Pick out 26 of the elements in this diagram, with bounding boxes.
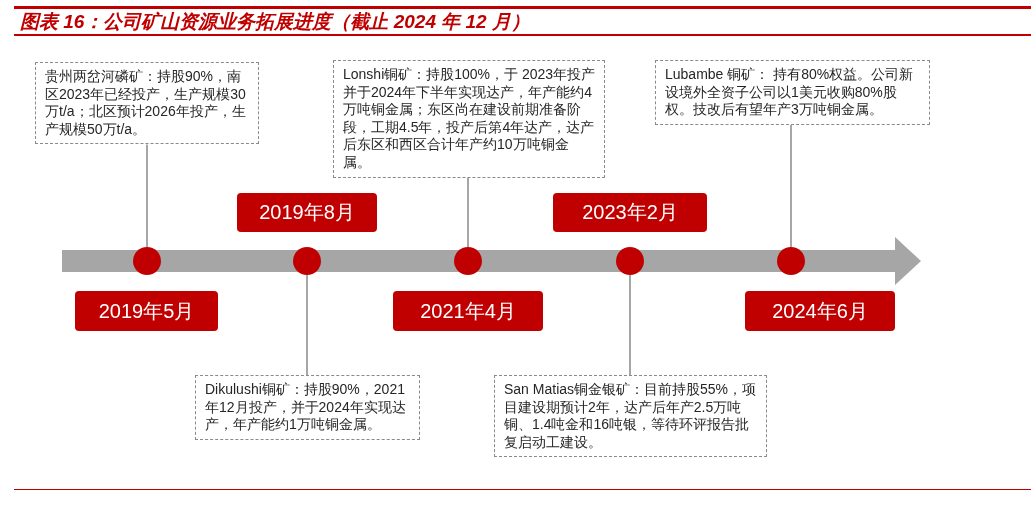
connector-line bbox=[790, 123, 792, 248]
callout-box bbox=[195, 375, 420, 440]
callout-box bbox=[655, 60, 930, 125]
connector-line bbox=[146, 143, 148, 248]
date-box bbox=[393, 291, 543, 331]
date-label: 2019年5月 bbox=[98, 298, 195, 324]
callout-text: 贵州两岔河磷矿：持股90%，南区2023年已经投产，生产规模30万t/a；北区预计2026年投产，生产规模50万t/a。 bbox=[45, 68, 247, 139]
date-label: 2024年6月 bbox=[772, 298, 868, 324]
date-box bbox=[745, 291, 895, 331]
callout-text: Lonshi铜矿：持股100%，于 2023年投产并于2024年下半年实现达产，年产能约4万吨铜金属；东区尚在建设前期准备阶段，工期4.5年，投产后第4年达产，达产后东区和西区合计年产约10万吨铜金属。 bbox=[343, 66, 596, 172]
date-box bbox=[237, 193, 377, 232]
callout-text: Dikulushi铜矿：持股90%，2021年12月投产，并于2024年实现达产，年产能约1万吨铜金属。 bbox=[205, 381, 407, 434]
connector-line bbox=[306, 274, 308, 376]
callout-box bbox=[35, 62, 259, 145]
callout-text: San Matias铜金银矿：目前持股55%，项目建设期预计2年，达产后年产2.5万吨铜、1.4吨金和16吨银，等待环评报告批复启动工建设。 bbox=[504, 381, 758, 452]
date-label: 2023年2月 bbox=[582, 200, 678, 225]
date-box bbox=[75, 291, 218, 331]
figure-title: 图表 16：公司矿山资源业务拓展进度（截止 2024 年 12 月） bbox=[20, 10, 530, 34]
callout-box bbox=[333, 60, 605, 178]
date-label: 2019年8月 bbox=[259, 200, 355, 225]
date-box bbox=[553, 193, 707, 232]
date-label: 2021年4月 bbox=[420, 298, 516, 324]
connector-line bbox=[467, 176, 469, 248]
callout-box bbox=[494, 375, 767, 458]
callout-text: Lubambe 铜矿： 持有80%权益。公司新设境外全资子公司以1美元收购80%股权。技改后有望年产3万吨铜金属。 bbox=[665, 66, 915, 119]
connector-line bbox=[629, 274, 631, 376]
